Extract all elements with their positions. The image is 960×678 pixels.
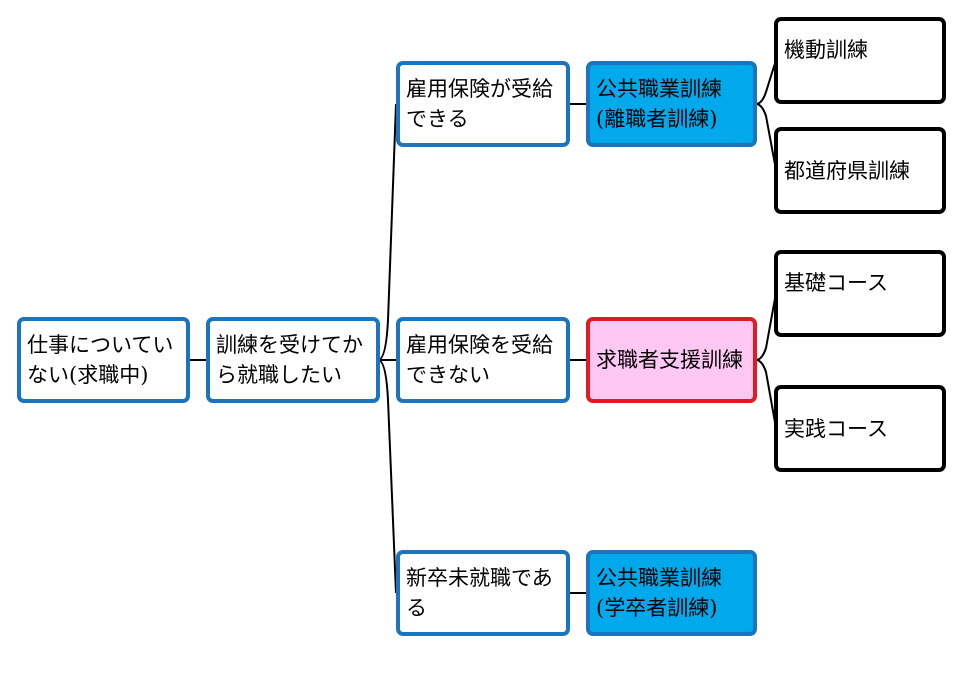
connector-to-basic (755, 292, 777, 361)
node-insured: 雇用保険が受給できる (396, 61, 570, 147)
node-job-seeker-support-training: 求職者支援訓練 (586, 317, 757, 403)
node-practical-course: 実践コース (774, 385, 946, 472)
connector-to-new-grad (377, 359, 397, 594)
connector-to-kikou (755, 59, 777, 105)
node-not-insured: 雇用保険を受給できない (396, 317, 570, 403)
node-unemployed: 仕事についていない(求職中) (17, 317, 190, 403)
node-basic-course: 基礎コース (774, 250, 946, 337)
node-new-graduate: 新卒未就職である (396, 550, 570, 636)
node-public-vocational-training-graduate: 公共職業訓練(学卒者訓練) (586, 550, 757, 636)
node-public-vocational-training-separated: 公共職業訓練(離職者訓練) (586, 61, 757, 147)
connector-to-practical (755, 359, 777, 429)
node-kikou-training: 機動訓練 (774, 17, 946, 104)
connector-to-prefecture (755, 103, 777, 171)
node-want-training: 訓練を受けてから就職したい (206, 317, 380, 403)
node-prefecture-training: 都道府県訓練 (774, 127, 946, 214)
connector-to-insured (377, 103, 397, 361)
